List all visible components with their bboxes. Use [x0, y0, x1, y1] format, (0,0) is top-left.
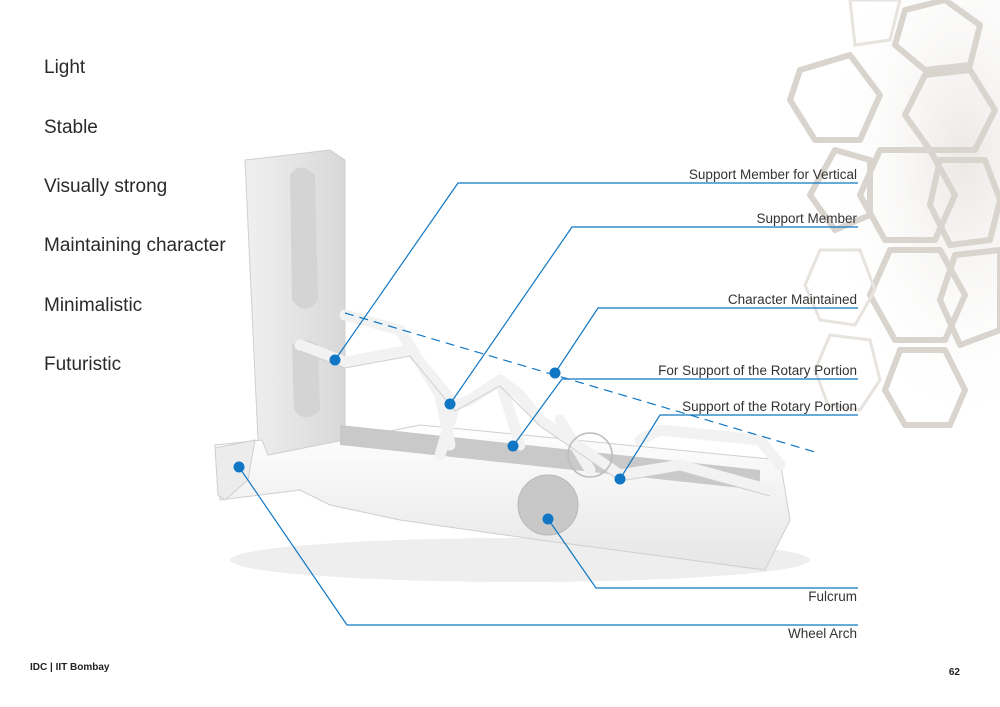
- leader-fulcrum: [547, 518, 858, 589]
- leader-rotary-support: [512, 378, 858, 447]
- label-fulcrum: Fulcrum: [808, 589, 857, 604]
- fulcrum-disc: [517, 474, 579, 536]
- dot-rotary-portion: [614, 473, 626, 485]
- keyword-maintaining-character: Maintaining character: [44, 235, 226, 256]
- footer-institute: IDC | IIT Bombay: [30, 662, 110, 673]
- rotary-disc: [567, 432, 613, 478]
- leader-wheel-arch: [238, 466, 858, 626]
- dot-support-member: [444, 398, 456, 410]
- label-character-maintained: Character Maintained: [727, 292, 857, 307]
- vertical-slot-lower: [292, 340, 320, 418]
- leader-character-maintained: [554, 307, 858, 374]
- dot-character-maintained: [549, 367, 561, 379]
- vertical-slot-upper: [290, 167, 318, 309]
- leader-support-member: [449, 226, 858, 405]
- lattice-arms: [294, 309, 786, 496]
- keyword-minimalistic: Minimalistic: [44, 295, 143, 316]
- label-support-member: Support Member: [756, 211, 857, 226]
- leader-support-vertical: [334, 182, 858, 361]
- label-rotary-support: For Support of the Rotary Portion: [658, 363, 857, 378]
- dot-rotary-support: [507, 440, 519, 452]
- dot-support-vertical: [329, 354, 341, 366]
- keyword-stable: Stable: [44, 117, 98, 138]
- label-wheel-arch: Wheel Arch: [787, 626, 857, 641]
- keyword-visually-strong: Visually strong: [44, 176, 168, 197]
- page-number: 62: [948, 667, 960, 678]
- dashed-guide-line: [344, 312, 816, 453]
- leader-rotary-portion: [619, 414, 858, 480]
- keyword-light: Light: [44, 57, 86, 78]
- keyword-futuristic: Futuristic: [44, 354, 122, 375]
- label-support-member-vertical: Support Member for Vertical: [688, 167, 857, 182]
- dot-wheel-arch: [233, 461, 245, 473]
- dot-fulcrum: [542, 513, 554, 525]
- label-rotary-portion: Support of the Rotary Portion: [682, 399, 857, 414]
